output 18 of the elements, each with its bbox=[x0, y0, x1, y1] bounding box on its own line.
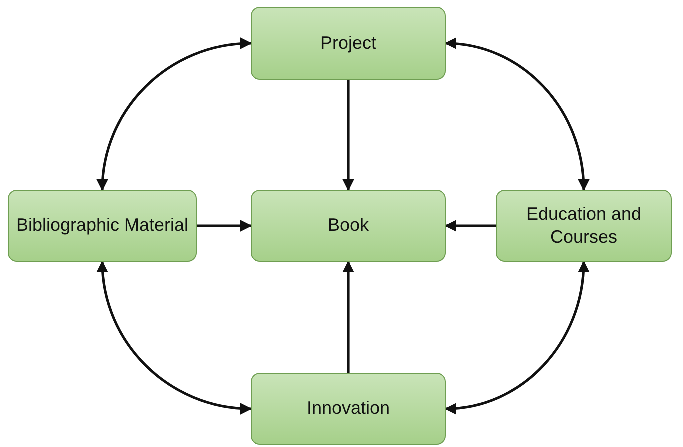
process-box bbox=[251, 7, 446, 80]
arrow bbox=[444, 220, 496, 232]
box-label: Bibliographic Material bbox=[16, 214, 189, 238]
process-box bbox=[251, 190, 446, 262]
arrow bbox=[444, 38, 590, 192]
arrow bbox=[342, 80, 354, 192]
box-label: Innovation bbox=[306, 397, 390, 420]
process-box bbox=[251, 373, 446, 445]
arrow bbox=[342, 260, 354, 373]
process-box bbox=[496, 190, 672, 262]
arrow bbox=[197, 220, 252, 232]
box-label: Book bbox=[328, 214, 370, 238]
arrow bbox=[444, 260, 590, 414]
box-label: Project bbox=[320, 32, 377, 55]
arrow bbox=[97, 260, 252, 414]
arrow bbox=[97, 38, 252, 192]
process-box bbox=[8, 190, 197, 262]
box-label: Education and Courses bbox=[525, 202, 643, 249]
